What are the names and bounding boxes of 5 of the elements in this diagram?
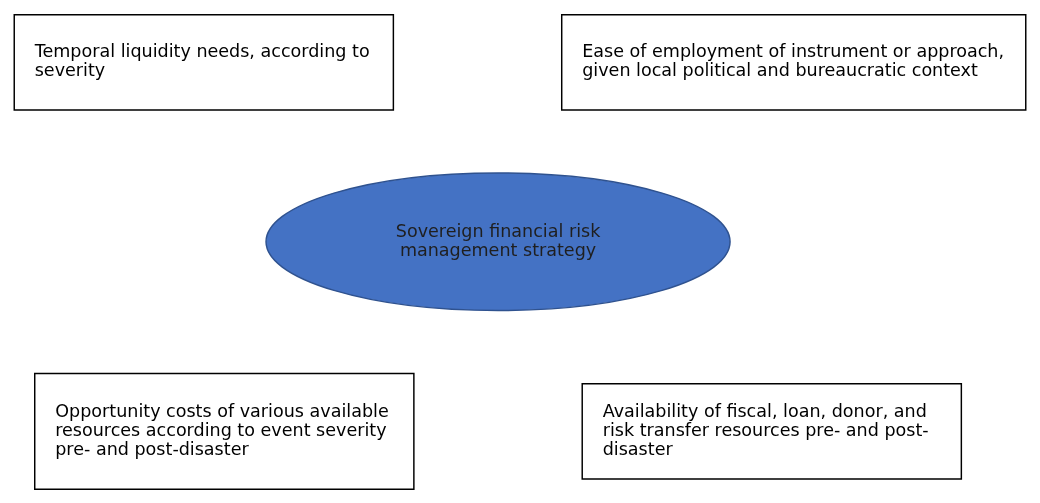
- node-box: Temporal liquidity needs, according to severity: [13, 13, 395, 111]
- node-ellipse: Sovereign financial risk management strategy: [265, 171, 731, 311]
- node-box: Ease of employment of instrument or approach, given local political and bureaucratic context: [561, 13, 1027, 111]
- node-box: Availability of fiscal, loan, donor, and risk transfer resources pre- and post-disaster: [581, 382, 963, 480]
- node-box: Opportunity costs of various available resources according to event severity pre- and post-disaster: [34, 372, 415, 490]
